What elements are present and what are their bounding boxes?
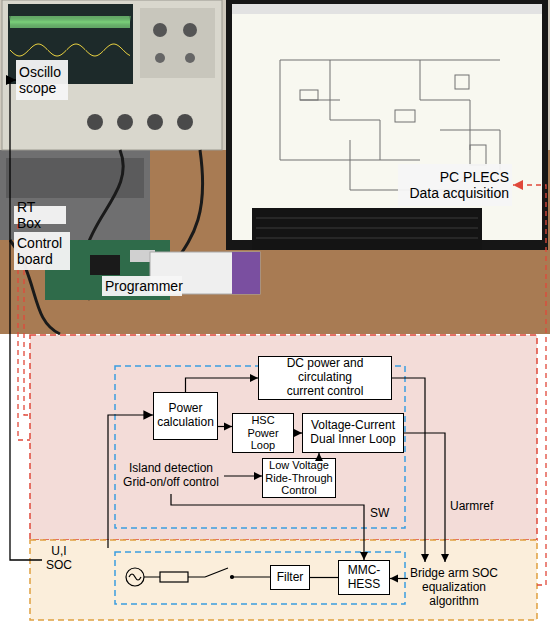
control-band [30, 335, 537, 540]
callout-label: PC PLECSData acquisition [398, 164, 512, 206]
switch-contact [231, 576, 234, 579]
knob [153, 23, 167, 37]
oscilloscope-panel [140, 8, 215, 78]
knob [87, 114, 103, 130]
plant-group [115, 552, 405, 604]
lab-photo [0, 0, 550, 334]
ac-source-symbol [126, 568, 144, 586]
signal-arrow [218, 426, 232, 427]
knob [147, 114, 163, 130]
node-text: PC PLECS [440, 169, 509, 185]
node-text: MMC-HESS [339, 564, 389, 592]
signal-arrow [390, 578, 408, 579]
oscilloscope-traces [10, 16, 130, 56]
node-text: Island detection Grid-on/off control [118, 462, 224, 490]
grid-circuit [126, 568, 270, 586]
node-text: Programmer [105, 278, 183, 294]
callout-label: Control board [14, 232, 70, 270]
ac-source-wave [129, 574, 141, 580]
process-box: Low Voltage Ride-Through Control [262, 458, 336, 498]
node-text: DC power and circulating current control [279, 357, 371, 398]
node-text: Oscillo scope [19, 64, 65, 96]
node-text: HSC Power Loop [235, 414, 291, 452]
process-text: Bridge arm SOC equalization algorithm [408, 562, 500, 614]
callout-label: Oscillo scope [16, 60, 68, 100]
node-text: Voltage-Current Dual Inner Loop [305, 419, 401, 447]
signal-label: Uarmref [450, 500, 493, 514]
node-text: Bridge arm SOC equalization algorithm [408, 567, 500, 608]
keyboard-keys [256, 218, 478, 238]
chip [90, 255, 120, 275]
signal-arrow [224, 475, 262, 476]
signal-arrow [310, 577, 338, 578]
process-box: DC power and circulating current control [258, 356, 392, 400]
signal-arrow [404, 433, 445, 562]
callout-label: Programmer [102, 276, 182, 296]
knob [183, 23, 197, 37]
node-text: RT Box [17, 199, 63, 231]
knob [185, 53, 195, 63]
node-text: Filter [277, 571, 304, 585]
signal-arrow [186, 378, 259, 392]
knob [117, 114, 133, 130]
process-box: HSC Power Loop [232, 413, 294, 453]
signal-arrow [318, 453, 319, 458]
process-text: Island detection Grid-on/off control [118, 458, 224, 494]
cable [10, 150, 203, 334]
process-box: Power calculation [153, 392, 218, 440]
resistor-symbol [160, 572, 188, 582]
signal-label: U,I SOC [40, 545, 78, 573]
green-trace [10, 16, 130, 28]
dashed-link [513, 185, 546, 585]
keyboard [252, 208, 482, 250]
monitor-toolbar [232, 4, 542, 14]
yellow-trace [10, 44, 130, 56]
knob [177, 114, 193, 130]
process-box: MMC-HESS [338, 560, 390, 595]
monitor-screen [232, 4, 542, 240]
measurement-wire [10, 80, 42, 560]
signal-arrow [294, 432, 302, 433]
process-box: Filter [270, 565, 310, 590]
oscilloscope-body [2, 0, 222, 150]
dashed-link [24, 270, 30, 415]
signal-arrow [392, 378, 425, 562]
rt-box-device [0, 150, 150, 240]
node-text: Control board [17, 235, 67, 267]
process-box: Voltage-Current Dual Inner Loop [302, 413, 404, 453]
knob [155, 53, 165, 63]
node-text: Low Voltage Ride-Through Control [265, 459, 333, 497]
programmer-stripe [232, 252, 260, 294]
node-text: Power calculation [156, 402, 215, 430]
signal-label: SW [370, 507, 389, 521]
callout-label: RT Box [14, 206, 66, 224]
monitor-bezel [226, 0, 548, 250]
signal-arrow [171, 494, 364, 560]
node-text: Data acquisition [409, 185, 509, 201]
plant-band [30, 540, 537, 620]
